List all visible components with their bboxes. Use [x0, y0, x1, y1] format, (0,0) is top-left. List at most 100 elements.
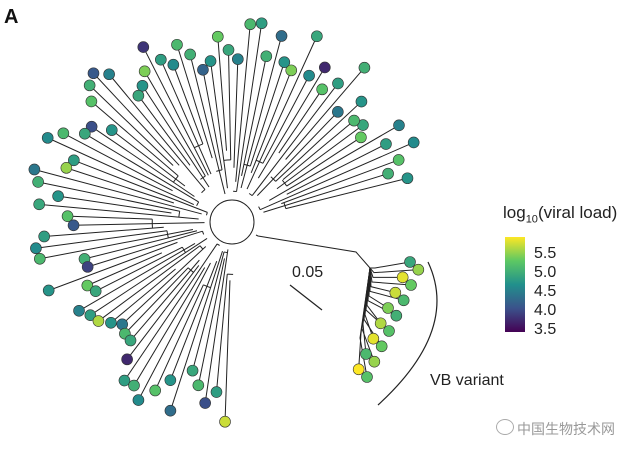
legend-tick: 4.0 [534, 302, 557, 319]
tip-point [137, 41, 150, 53]
branch [48, 241, 178, 291]
tip-point [79, 127, 91, 140]
tip-point [355, 131, 367, 144]
branch [251, 83, 339, 196]
tip-point [57, 127, 70, 140]
tip-point [121, 353, 133, 366]
vb-branch [369, 267, 419, 274]
vb-tip-point [397, 294, 410, 307]
branch [241, 56, 267, 176]
branch [210, 61, 228, 189]
branch [236, 23, 263, 192]
branch [275, 101, 362, 182]
branch [246, 36, 318, 190]
branch-arc [258, 206, 261, 210]
branch [263, 173, 389, 213]
tip-point [380, 138, 392, 150]
branch [89, 85, 174, 166]
branch [281, 159, 399, 205]
vb-branch [359, 267, 371, 378]
tip-point [204, 55, 217, 67]
tip-point [285, 64, 298, 77]
branch [269, 124, 400, 201]
scale-bar-label: 0.05 [292, 264, 324, 281]
tip-point [332, 77, 344, 90]
branch [73, 159, 208, 213]
branch [285, 177, 408, 210]
tip-point [42, 284, 55, 297]
tip-point [34, 252, 46, 265]
branch [137, 262, 211, 401]
tip-point [275, 30, 288, 42]
branch [240, 35, 283, 189]
tip-point [260, 50, 273, 63]
tip-point [164, 404, 177, 417]
branch [249, 62, 285, 167]
tip-point [212, 30, 224, 43]
branch [154, 284, 204, 391]
branch [286, 143, 387, 195]
tip-point [255, 17, 268, 30]
branch [84, 230, 198, 260]
branch [224, 280, 231, 422]
root-ring [209, 199, 255, 245]
tip-point [136, 79, 149, 92]
branch [98, 245, 201, 322]
watermark: 中国生物技术网 [517, 421, 615, 437]
branch [250, 70, 292, 174]
branch [58, 195, 172, 214]
vb-branch [369, 267, 403, 278]
legend-title: log10(viral load) [503, 203, 618, 226]
branch [142, 46, 209, 176]
branch [124, 243, 218, 381]
tip-point [332, 106, 344, 118]
branch [202, 69, 223, 171]
tip-point [155, 53, 167, 66]
branch [233, 59, 239, 168]
tip-point [52, 190, 64, 202]
branch [35, 230, 168, 249]
branch-arc [223, 159, 231, 161]
scale-bar [289, 284, 323, 311]
branch [38, 181, 180, 212]
tip-point [348, 114, 360, 127]
tip-point [171, 38, 183, 51]
branch [91, 101, 179, 177]
panel-label: A [4, 6, 19, 28]
branch [91, 126, 195, 197]
branch [257, 67, 326, 179]
branch [126, 265, 200, 360]
tip-point [149, 384, 161, 397]
tip-point [81, 279, 94, 292]
branch-arc [199, 245, 204, 250]
branch [78, 243, 196, 312]
branch-arc [248, 193, 253, 196]
branch [73, 222, 205, 226]
branch [34, 168, 202, 215]
branch [176, 44, 213, 159]
branch [44, 226, 164, 237]
tip-point [103, 68, 115, 81]
vb-tip-point [374, 317, 387, 330]
vb-tip-point [383, 325, 395, 337]
branch [87, 230, 203, 268]
tip-point [85, 120, 98, 133]
tree-tips [28, 17, 425, 428]
vb-tip-point [382, 302, 394, 314]
vb-branch [370, 261, 411, 269]
branch [66, 167, 175, 204]
branch [169, 250, 223, 411]
branch [228, 49, 232, 160]
branch [256, 111, 339, 196]
tip-point [85, 95, 98, 108]
tip-point [132, 89, 145, 102]
tip-point [32, 176, 44, 188]
tip-point [401, 172, 414, 185]
tip-point [30, 242, 42, 255]
tip-point [28, 163, 41, 176]
tip-point [167, 58, 180, 71]
branch [217, 36, 228, 151]
tip-point [219, 415, 231, 428]
branch [169, 261, 218, 381]
branch [108, 73, 206, 190]
